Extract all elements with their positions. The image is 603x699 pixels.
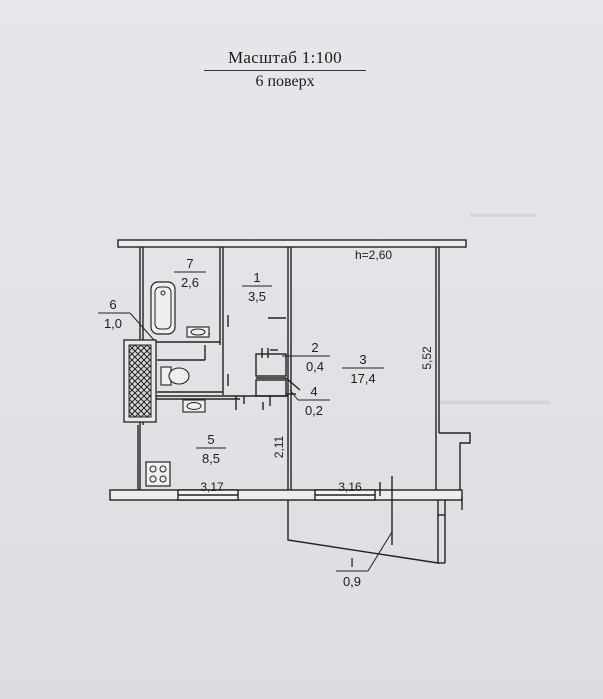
background-text: ▬▬▬▬▬▬▬▬▬▬ xyxy=(440,395,550,407)
floor-label: 6 поверх xyxy=(255,73,315,90)
balcony-number: I xyxy=(350,555,354,570)
balcony-area: 0,9 xyxy=(343,574,361,589)
room-2-number: 2 xyxy=(311,340,318,355)
room-3-number: 3 xyxy=(359,352,366,367)
kitchen-sink-icon xyxy=(182,399,206,413)
room-1-number: 1 xyxy=(253,270,260,285)
kitchen-depth-dimension: 2,11 xyxy=(272,435,286,458)
ventilation-shaft xyxy=(123,339,157,423)
room-length-dimension: 5,52 xyxy=(420,346,434,370)
room-7-number: 7 xyxy=(186,256,193,271)
room-4-number: 4 xyxy=(310,384,317,399)
bottom-wall xyxy=(109,489,463,501)
stove-icon xyxy=(145,461,171,487)
room-4-area: 0,2 xyxy=(305,403,323,418)
room-6-number: 6 xyxy=(109,297,116,312)
bathtub-icon xyxy=(150,281,176,335)
room-1-area: 3,5 xyxy=(248,289,266,304)
sink-icon xyxy=(186,326,210,338)
scale-label: Масштаб 1:100 xyxy=(227,48,342,67)
title-divider xyxy=(204,70,366,71)
ceiling-height: h=2,60 xyxy=(355,248,392,262)
top-wall xyxy=(117,239,467,248)
room-7-area: 2,6 xyxy=(181,275,199,290)
title-block: Масштаб 1:100 6 поверх xyxy=(200,48,370,91)
room-2-area: 0,4 xyxy=(306,359,324,374)
room-6-area: 1,0 xyxy=(104,316,122,331)
toilet-icon xyxy=(160,366,190,386)
room-width-dimension: 3,16 xyxy=(338,480,362,494)
background-text: ▬▬▬▬▬▬ xyxy=(470,208,536,220)
room-5-number: 5 xyxy=(207,432,214,447)
kitchen-width-dimension: 3,17 xyxy=(200,480,224,494)
room-5-area: 8,5 xyxy=(202,451,220,466)
room-3-area: 17,4 xyxy=(350,371,375,386)
